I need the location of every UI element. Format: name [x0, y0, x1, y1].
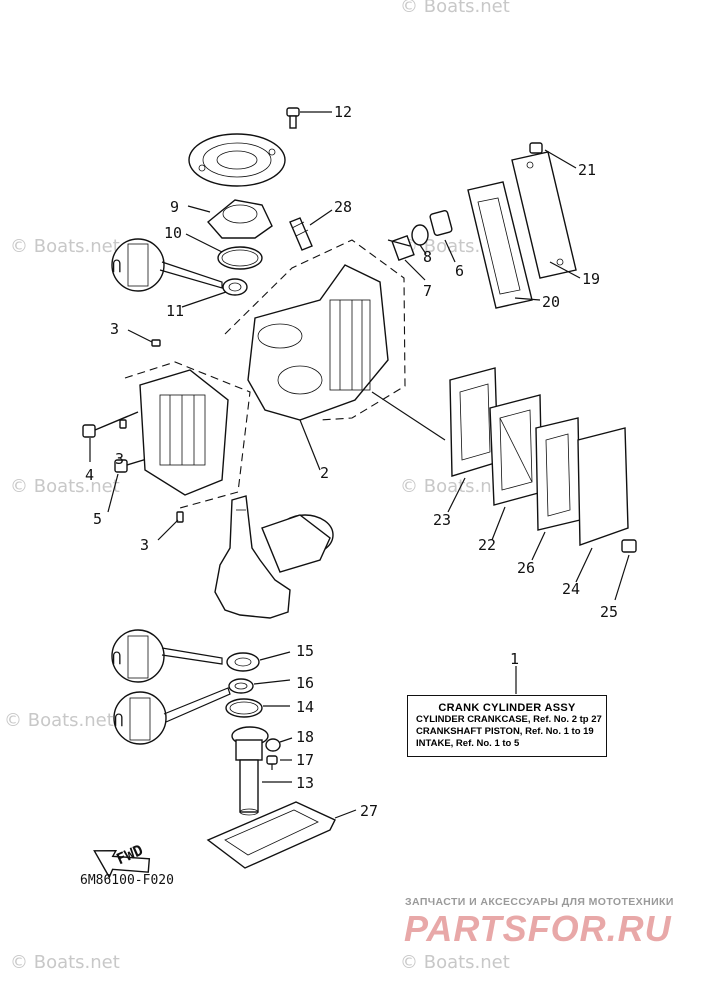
part-24-intake-plate: [575, 427, 629, 583]
brand-tagline: ЗАПЧАСТИ И АКСЕССУАРЫ ДЛЯ МОТОТЕХНИКИ: [405, 896, 674, 908]
callout-1: 1: [510, 650, 519, 668]
callout-3: 3: [110, 320, 119, 338]
svg-text:Ⴖ: Ⴖ: [112, 650, 121, 668]
part-15-oil-seal: [226, 651, 291, 672]
callout-27: 27: [360, 802, 378, 820]
part-23-gasket: [447, 367, 499, 513]
part-25-bolt: [614, 539, 637, 601]
callout-13: 13: [296, 774, 314, 792]
seal-detail-middle: Ⴖ: [111, 629, 223, 683]
callout-14: 14: [296, 698, 314, 716]
part-13-drive-shaft-housing: [231, 726, 292, 816]
watermarks: © Boats.net © Boats.net © Boats.net © Bo…: [10, 0, 510, 973]
callout-17: 17: [296, 751, 314, 769]
callout-11: 11: [166, 302, 184, 320]
watermark: © Boats.net: [400, 0, 510, 17]
svg-text:Ⴖ: Ⴖ: [114, 712, 123, 730]
callout-19: 19: [582, 270, 600, 288]
part-21-bolt: [529, 142, 577, 169]
callout-6: 6: [455, 262, 464, 280]
callout-23: 23: [433, 511, 451, 529]
part-4-bolt: [82, 411, 139, 462]
callouts: 12 9 28 21 10 8 11 6 7 19 3 20 2 3 4 5 2…: [85, 103, 618, 820]
crankcase-intake: [124, 361, 251, 509]
callout-24: 24: [562, 580, 580, 598]
callout-22: 22: [478, 536, 496, 554]
callout-18: 18: [296, 728, 314, 746]
svg-text:Ⴖ: Ⴖ: [112, 258, 121, 276]
callout-16: 16: [296, 674, 314, 692]
watermark: © Boats.net: [400, 952, 510, 973]
assembly-row: CYLINDER CRANKCASE, Ref. No. 2 tp 27: [416, 714, 602, 725]
watermark: © Boats.net: [10, 952, 120, 973]
part-10-o-ring: [185, 233, 263, 270]
callout-15: 15: [296, 642, 314, 660]
callout-20: 20: [542, 293, 560, 311]
part-28-spark-plug: [289, 209, 333, 251]
callout-3b: 3: [115, 450, 124, 468]
part-12-bolt: [286, 107, 332, 129]
part-19-exhaust-cover: [511, 151, 581, 279]
callout-8: 8: [423, 248, 432, 266]
assembly-info-box: CRANK CYLINDER ASSY CYLINDER CRANKCASE, …: [407, 695, 607, 757]
parts-6-7-8-thermostat: [387, 210, 456, 281]
part-9-bearing-housing: [187, 199, 273, 239]
seal-detail-bottom: Ⴖ: [113, 687, 231, 745]
callout-21: 21: [578, 161, 596, 179]
callout-12: 12: [334, 103, 352, 121]
part-20-gasket: [467, 181, 541, 309]
callout-9: 9: [170, 198, 179, 216]
watermark: © Boats.net: [10, 476, 120, 497]
crankshaft-piston: [214, 495, 334, 619]
part-11-oil-seal: [181, 278, 248, 308]
top-cover-plate: [188, 133, 286, 187]
diagram-code: 6M86100-F020: [80, 873, 174, 888]
watermark: © Boats.net: [400, 476, 510, 497]
part-27-base-gasket: [206, 801, 357, 869]
part-14-o-ring: [225, 698, 290, 718]
callout-25: 25: [600, 603, 618, 621]
callout-5: 5: [93, 510, 102, 528]
watermark: © Boats.net: [10, 236, 120, 257]
part-16-oil-seal: [228, 678, 291, 694]
part-17-bolt: [266, 755, 292, 770]
part-3-dowel-pins: [119, 329, 184, 541]
callout-4: 4: [85, 466, 94, 484]
part-2-cylinder-block: [224, 239, 446, 471]
callout-2: 2: [320, 464, 329, 482]
callout-28: 28: [334, 198, 352, 216]
assembly-title: CRANK CYLINDER ASSY: [438, 702, 576, 714]
watermark-prominent: © Boats.net: [4, 710, 114, 731]
part-22-reed-valve: [489, 394, 543, 541]
callout-3c: 3: [140, 536, 149, 554]
part-18-washer: [265, 737, 293, 752]
assembly-row: CRANKSHAFT PISTON, Ref. No. 1 to 19: [416, 726, 594, 737]
callout-10: 10: [164, 224, 182, 242]
callout-7: 7: [423, 282, 432, 300]
seal-detail-top: Ⴖ: [111, 238, 223, 292]
callout-26: 26: [517, 559, 535, 577]
part-26-gasket: [531, 417, 581, 561]
assembly-row: INTAKE, Ref. No. 1 to 5: [416, 738, 520, 749]
brand-logo: PARTSFOR.RU: [404, 908, 672, 949]
